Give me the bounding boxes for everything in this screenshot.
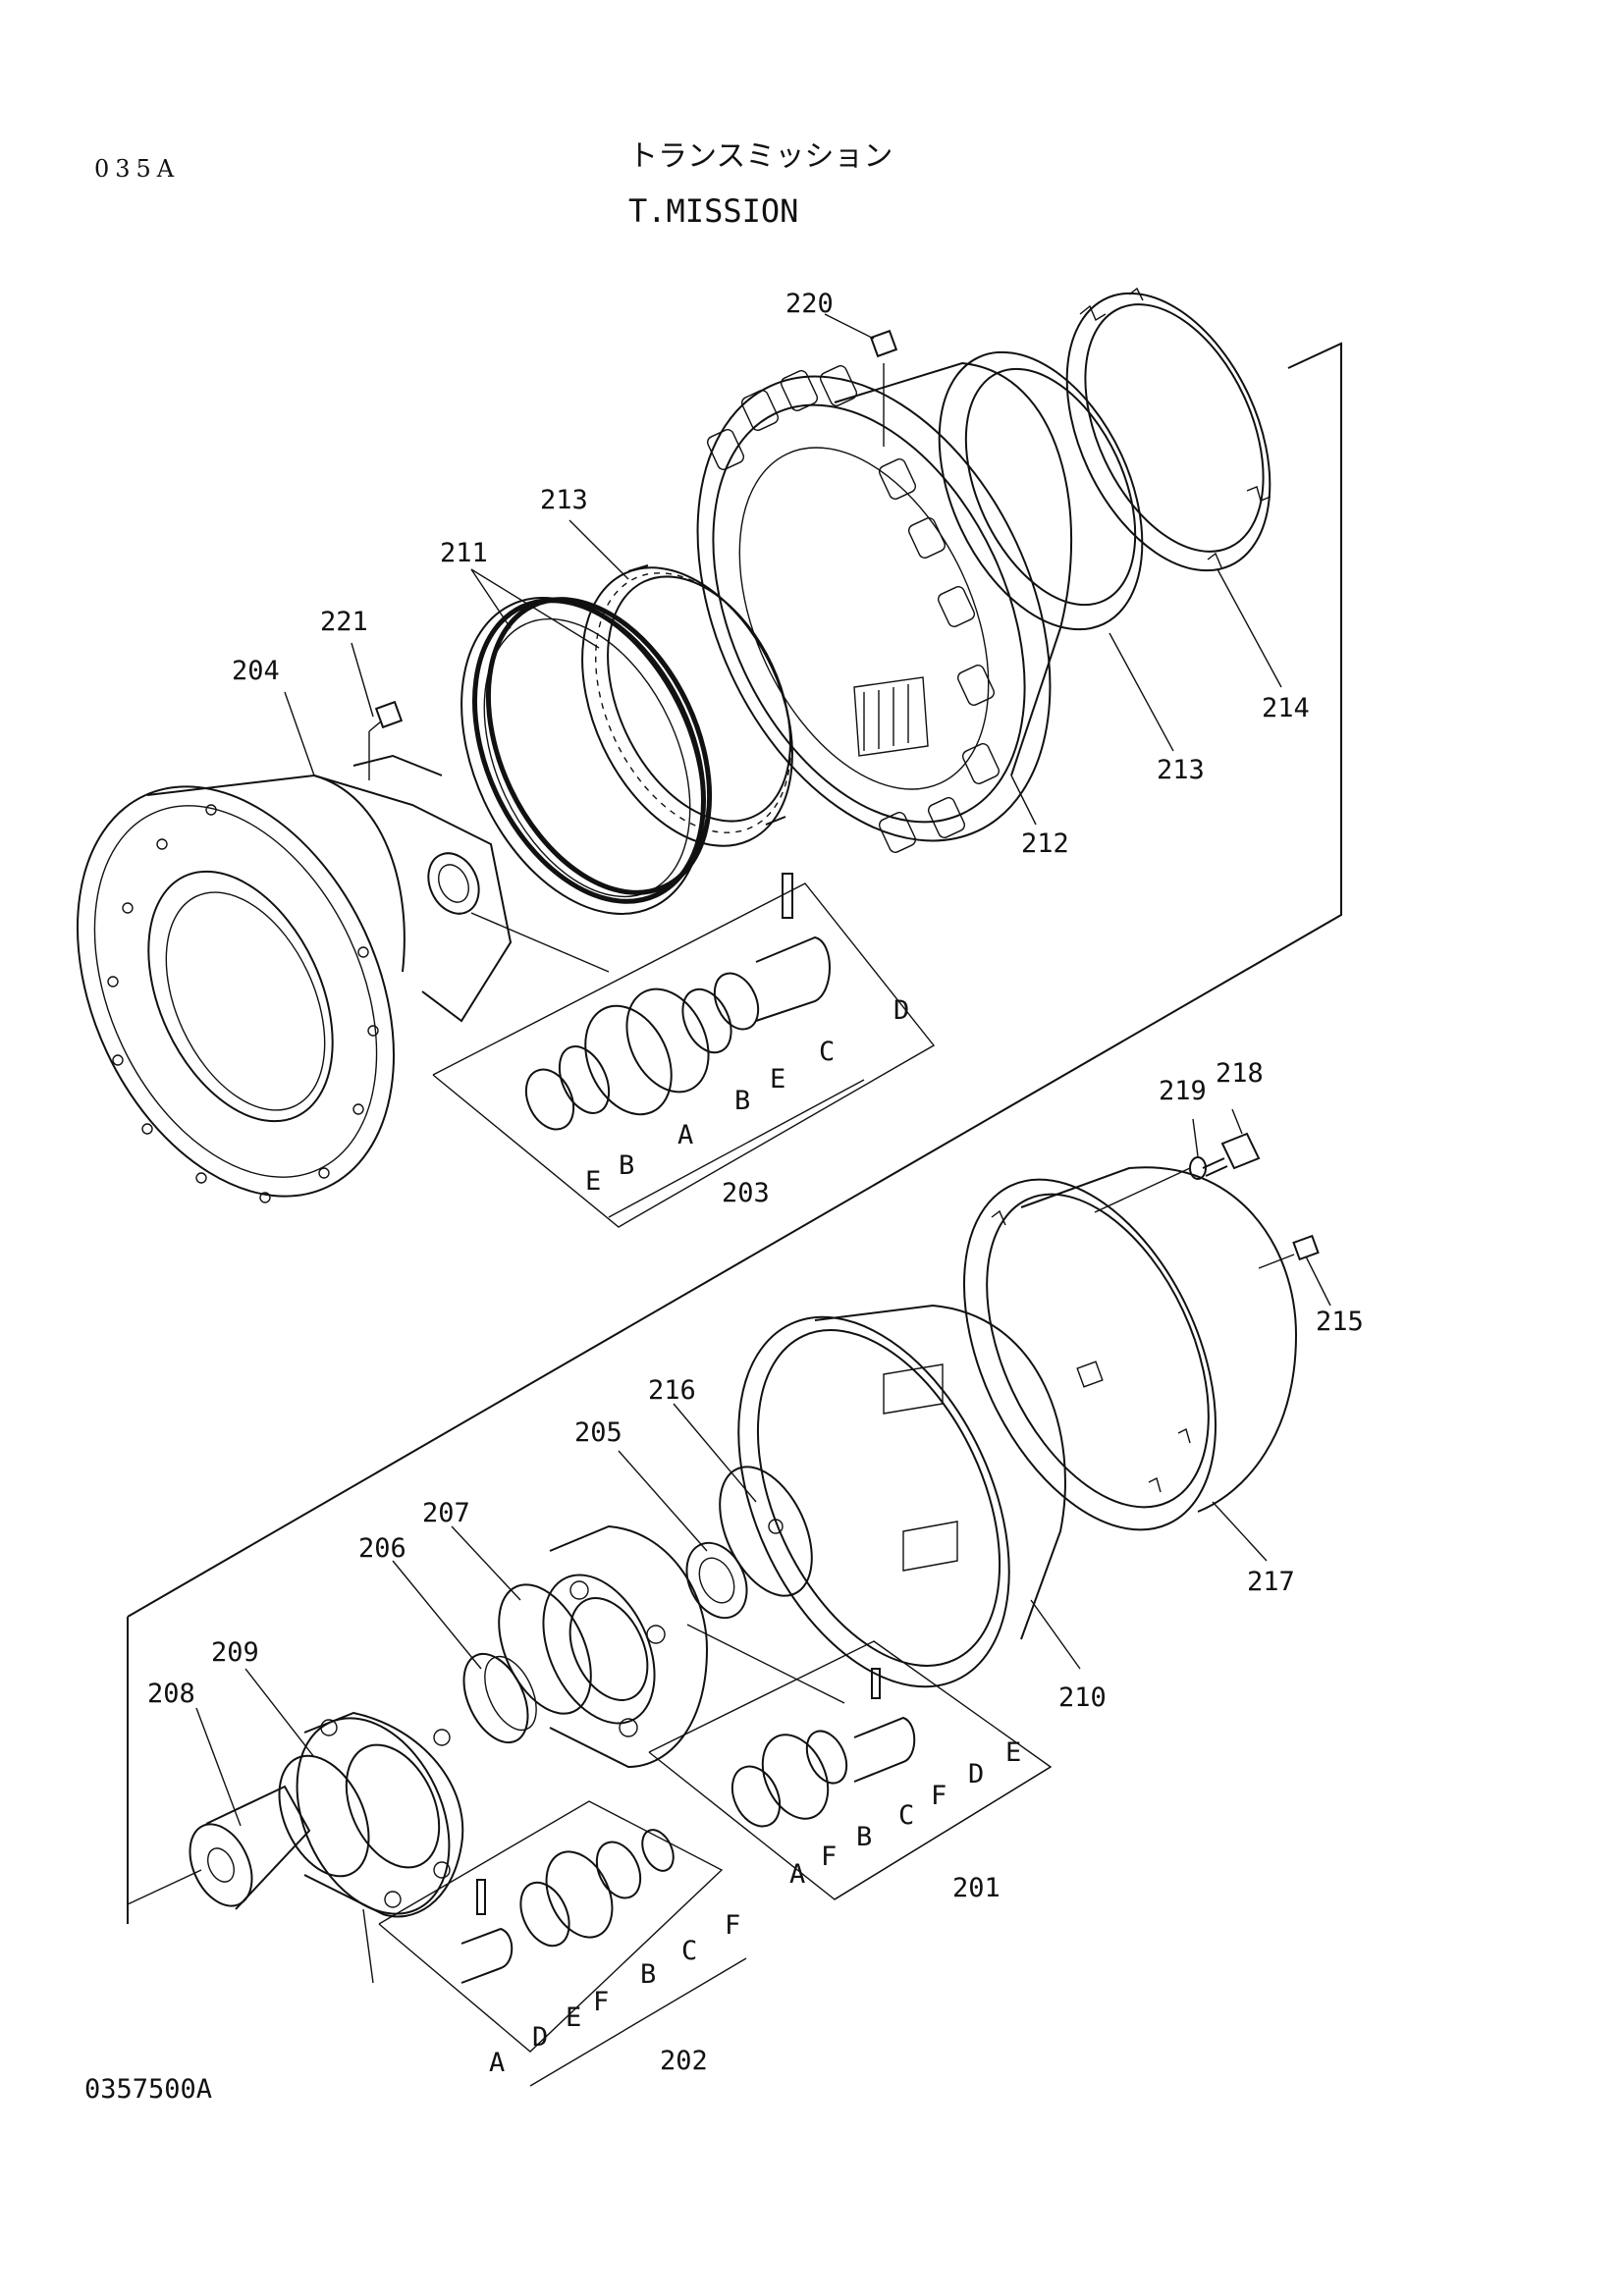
label-209: 209 — [211, 1637, 259, 1668]
letter-202-b: B — [640, 1959, 656, 1990]
assembly-201-letters: A F B C F D E — [789, 1737, 1052, 1900]
letter-201-f1: F — [821, 1842, 837, 1872]
part-carrier-second — [296, 1711, 464, 1918]
part-208-sun-gear — [127, 1785, 311, 1910]
label-206: 206 — [358, 1533, 406, 1564]
label-205: 205 — [574, 1417, 622, 1448]
letter-201-e: E — [1005, 1737, 1021, 1768]
letter-202-f2: F — [725, 1910, 740, 1941]
part-207-snap-ring — [498, 1583, 592, 1715]
part-211-seals — [460, 597, 713, 915]
assembly-202-letters: A D E F B C F — [489, 1910, 747, 2087]
letter-203-b2: B — [734, 1086, 750, 1116]
title-japanese: トランスミッション — [628, 139, 893, 174]
label-214: 214 — [1262, 693, 1310, 723]
part-217-drum — [962, 1166, 1298, 1531]
callout-leaders — [195, 313, 1331, 1827]
letter-201-a: A — [789, 1859, 805, 1890]
part-212-hub — [696, 361, 1073, 853]
part-220-plug — [869, 329, 898, 447]
letter-202-a: A — [489, 2048, 505, 2078]
label-215: 215 — [1316, 1307, 1364, 1337]
part-205-gear — [685, 1541, 748, 1620]
label-220: 220 — [785, 289, 834, 319]
label-201: 201 — [952, 1873, 1001, 1903]
letter-203-e1: E — [585, 1166, 601, 1197]
part-218-bolt — [1202, 1132, 1261, 1177]
sheet-code: 035A — [94, 155, 181, 183]
letter-201-d: D — [968, 1759, 984, 1789]
part-203-planet-gear-set — [432, 873, 936, 1228]
label-203: 203 — [722, 1178, 770, 1208]
part-201-sub-assembly — [648, 1624, 1053, 1900]
part-201-carrier — [542, 1524, 709, 1769]
label-218: 218 — [1216, 1058, 1264, 1089]
label-221: 221 — [320, 607, 368, 637]
part-206-gear — [462, 1652, 537, 1744]
part-221-plug — [368, 700, 404, 780]
assembly-203-letters: E B A B E C D — [585, 995, 909, 1218]
title-english: T.MISSION — [628, 192, 799, 230]
part-216-thrust-plate — [719, 1466, 813, 1597]
letter-203-a: A — [677, 1120, 693, 1150]
letter-201-f2: F — [931, 1781, 947, 1811]
label-208: 208 — [147, 1679, 195, 1709]
label-213-left: 213 — [540, 485, 588, 515]
part-number-labels: 220 213 211 221 204 213 214 212 203 218 … — [147, 289, 1364, 2076]
label-216: 216 — [648, 1375, 696, 1406]
label-207: 207 — [422, 1498, 470, 1528]
label-217: 217 — [1247, 1567, 1295, 1597]
label-210: 210 — [1058, 1682, 1107, 1713]
letter-202-c: C — [681, 1936, 697, 1966]
letter-201-b: B — [856, 1822, 872, 1852]
part-214-ring-nut — [1065, 287, 1271, 572]
label-212: 212 — [1021, 828, 1069, 859]
letter-202-d: D — [532, 2022, 548, 2053]
letter-203-b1: B — [619, 1150, 634, 1181]
part-215-plug — [1258, 1234, 1320, 1269]
label-202: 202 — [660, 2046, 708, 2076]
part-213-bearing-left — [581, 564, 793, 847]
drawing-number: 0357500A — [84, 2074, 213, 2105]
label-219: 219 — [1159, 1076, 1207, 1106]
letter-201-c: C — [898, 1800, 914, 1831]
letter-203-d: D — [893, 995, 909, 1026]
part-213-bearing-right — [938, 350, 1144, 631]
label-211: 211 — [440, 538, 488, 568]
part-202-sub-assembly — [362, 1800, 724, 2053]
letter-203-e2: E — [770, 1064, 785, 1095]
part-210-ring-gear — [737, 1304, 1066, 1688]
letter-202-e: E — [566, 2002, 581, 2033]
part-209-ring — [278, 1754, 370, 1878]
letter-203-c: C — [819, 1037, 835, 1067]
label-204: 204 — [232, 656, 280, 686]
part-204-housing — [77, 754, 513, 1203]
letter-202-f1: F — [593, 1987, 609, 2017]
upper-assembly-frame — [127, 342, 1342, 1618]
part-219-washer — [1094, 1156, 1207, 1213]
label-213-right: 213 — [1157, 755, 1205, 785]
